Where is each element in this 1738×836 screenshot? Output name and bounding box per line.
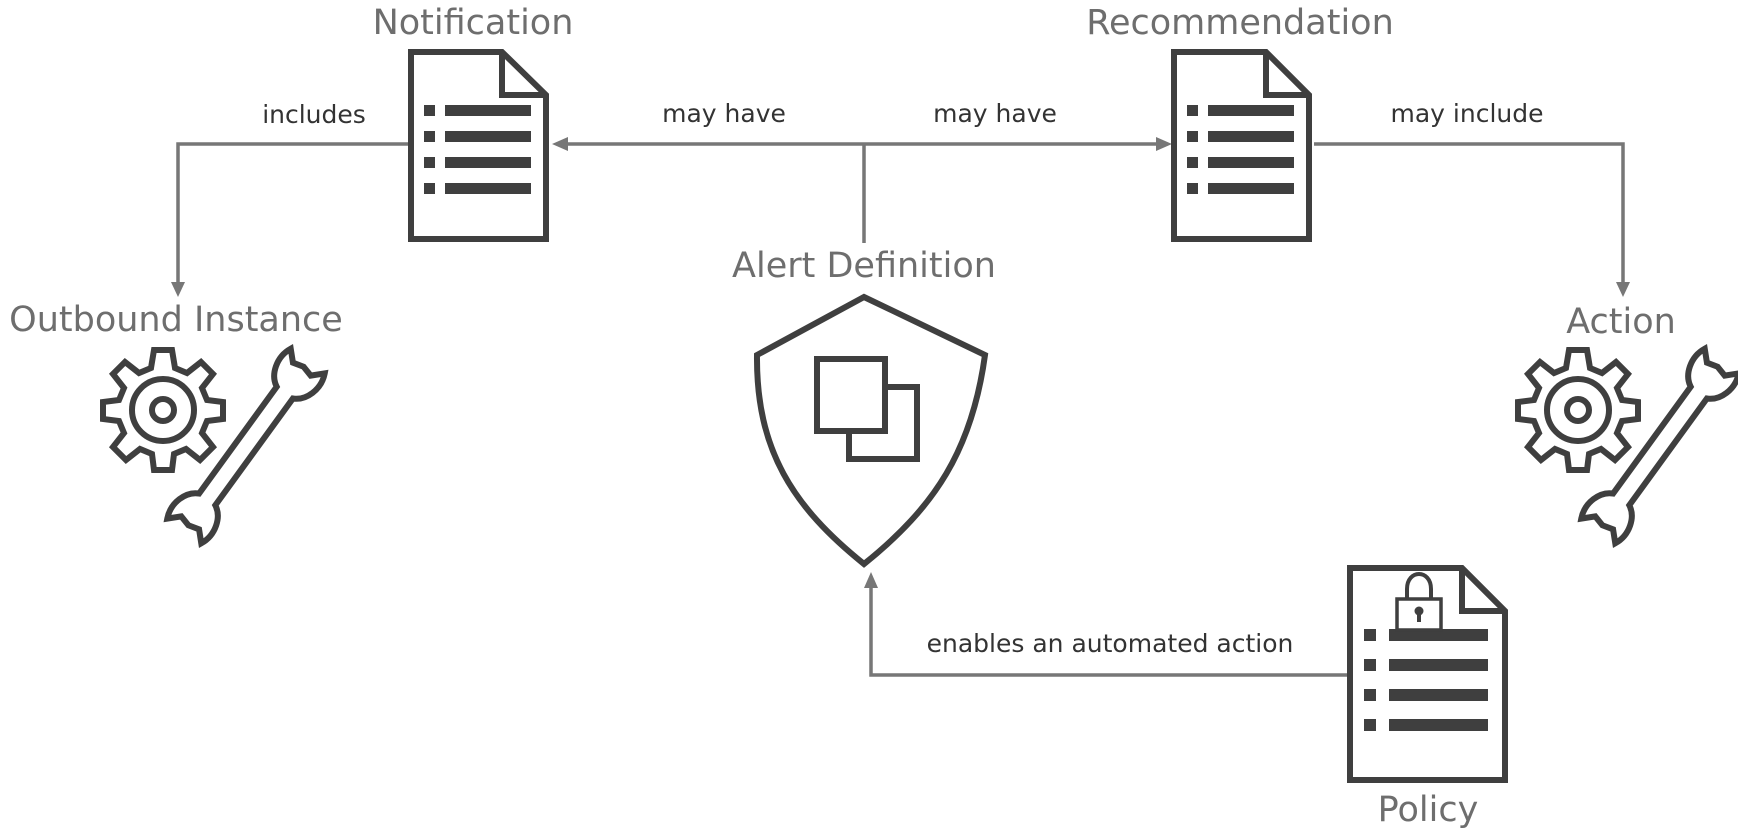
node-alert-definition: Alert Definition bbox=[732, 246, 996, 568]
node-notification-title: Notification bbox=[373, 3, 574, 43]
gear-wrench-icon bbox=[1515, 344, 1738, 548]
node-alert-definition-title: Alert Definition bbox=[732, 246, 996, 286]
document-list-icon bbox=[408, 49, 549, 242]
edge-includes-arrowhead bbox=[171, 282, 185, 297]
edge-enables-automated-action bbox=[864, 572, 1352, 677]
edge-enables-automated-action-line bbox=[869, 588, 1352, 677]
edge-may-have-notification-arrowhead bbox=[552, 137, 568, 151]
node-recommendation: Recommendation bbox=[1086, 3, 1394, 242]
wrench-icon bbox=[163, 344, 329, 548]
edge-enables-automated-action-arrowhead bbox=[864, 572, 878, 588]
label-may-have-left: may have bbox=[662, 99, 786, 128]
edge-may-include-line bbox=[1314, 142, 1625, 282]
node-recommendation-title: Recommendation bbox=[1086, 3, 1394, 43]
edge-may-include bbox=[1314, 142, 1630, 297]
node-policy: Policy bbox=[1347, 565, 1508, 830]
edge-labels: includes may have may have may include e… bbox=[262, 99, 1543, 658]
locked-document-icon bbox=[1347, 565, 1508, 783]
shield-icon bbox=[753, 293, 989, 568]
document-list-icon bbox=[1171, 49, 1312, 242]
label-includes: includes bbox=[262, 100, 366, 129]
node-policy-title: Policy bbox=[1378, 790, 1479, 830]
gear-icon bbox=[100, 347, 226, 473]
gear-wrench-icon bbox=[100, 344, 329, 548]
node-action-title: Action bbox=[1566, 302, 1676, 342]
node-outbound-instance-title: Outbound Instance bbox=[9, 300, 343, 340]
edge-may-have-notification bbox=[552, 137, 864, 151]
edge-includes-line bbox=[176, 142, 410, 282]
wrench-icon bbox=[1577, 344, 1738, 548]
gear-icon bbox=[1515, 347, 1641, 473]
label-may-include: may include bbox=[1391, 99, 1544, 128]
edge-may-have-recommendation-arrowhead bbox=[1156, 137, 1172, 151]
node-action: Action bbox=[1515, 302, 1738, 548]
edge-may-include-arrowhead bbox=[1616, 282, 1630, 297]
node-notification: Notification bbox=[373, 3, 574, 242]
node-outbound-instance: Outbound Instance bbox=[9, 300, 343, 548]
edge-may-have-recommendation bbox=[864, 137, 1172, 151]
padlock-icon bbox=[1395, 572, 1443, 632]
edge-includes bbox=[171, 142, 410, 297]
connectors bbox=[171, 137, 1630, 677]
label-enables-automated-action: enables an automated action bbox=[927, 629, 1294, 658]
label-may-have-right: may have bbox=[933, 99, 1057, 128]
